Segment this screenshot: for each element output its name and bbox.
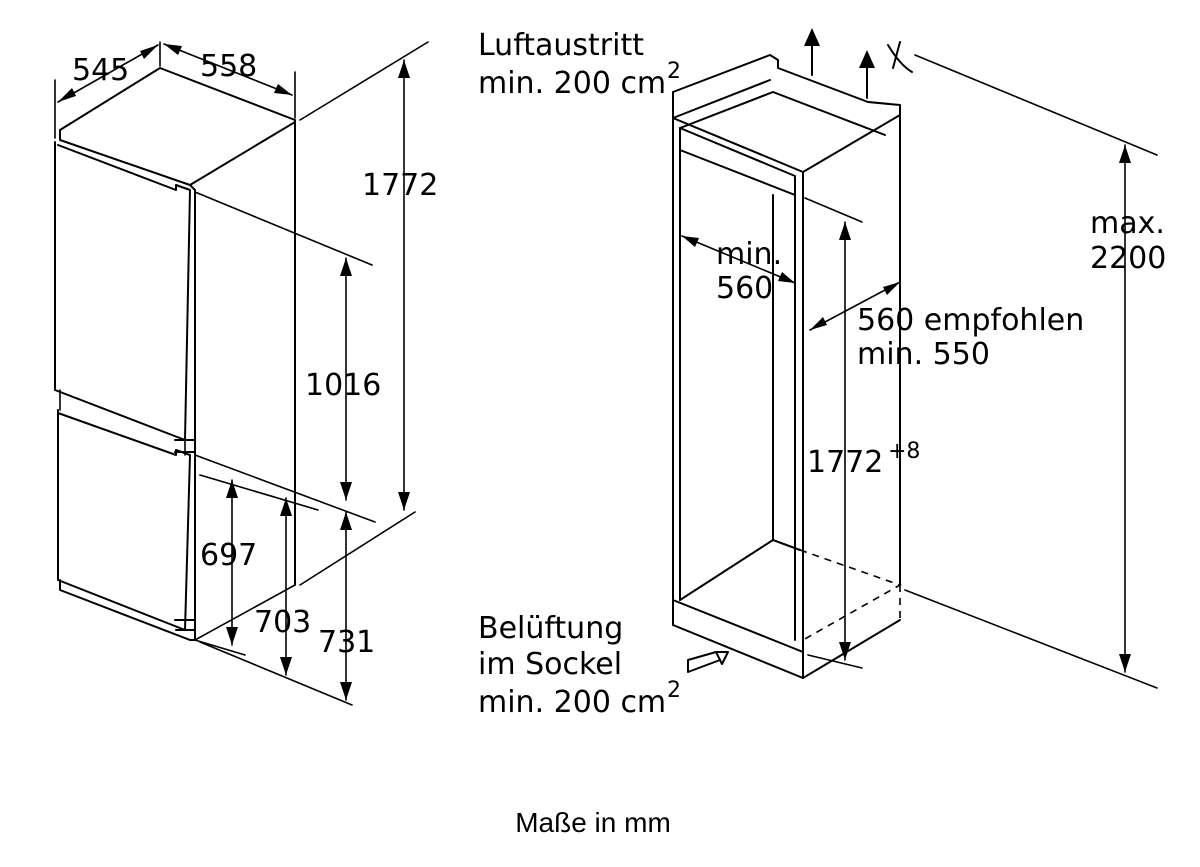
ventilation-label-line2: im Sockel [478,647,622,682]
niche-width-label-line2: min. 550 [857,337,990,372]
min-depth-label-line1: min. [716,237,782,272]
upper-height-label: 1016 [305,368,381,403]
height-703-label: 703 [254,605,311,640]
height-731-label: 731 [318,625,375,660]
appliance-drawing [54,67,296,641]
ventilation-label-line3: min. 200 cm [478,685,666,720]
niche-height-label: 1772 [807,445,883,480]
niche-width-label-line1: 560 empfohlen [857,303,1084,338]
depth-label: 545 [72,53,129,88]
appliance-dimension-lines [54,41,429,706]
ventilation-unit-exponent: 2 [667,678,681,703]
min-depth-label-line2: 560 [716,271,773,306]
max-height-label-line2: 2200 [1090,241,1166,276]
air-outlet-label-line2: min. 200 cm [478,66,666,101]
max-height-label-line1: max. [1090,206,1165,241]
units-caption: Maße in mm [515,807,671,838]
niche-dimension-lines [681,54,1158,689]
niche-drawing [672,54,902,679]
niche-labels: Luftaustritt min. 200 cm 2 min. 560 560 … [478,28,1166,720]
niche-height-tolerance: +8 [888,439,920,464]
air-outlet-label-line1: Luftaustritt [478,28,644,63]
ventilation-label-line1: Belüftung [478,611,623,646]
niche-arrows [687,28,913,673]
total-height-label: 1772 [362,168,438,203]
width-label: 558 [200,49,257,84]
appliance-dimension-labels: 545 558 1772 1016 697 703 731 [72,49,438,660]
air-outlet-unit-exponent: 2 [667,59,681,84]
height-697-label: 697 [200,538,257,573]
